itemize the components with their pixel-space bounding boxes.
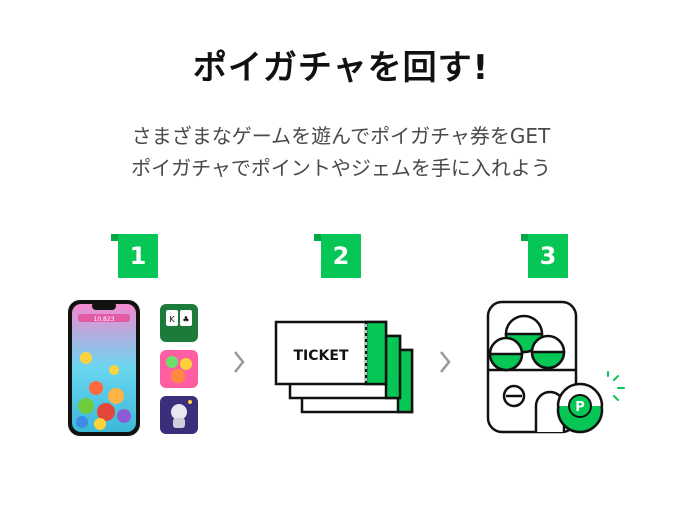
candy-app-icon — [160, 350, 198, 388]
svg-text:K: K — [169, 315, 175, 324]
ticket-label: TICKET — [294, 348, 349, 364]
step-2-badge: 2 — [314, 234, 361, 278]
page-title: ポイガチャを回す! — [192, 48, 490, 88]
ticket-icon: TICKET — [274, 320, 414, 414]
coin-letter: P — [575, 400, 585, 415]
chevron-right-icon — [234, 351, 245, 373]
phone-game-illustration: 10,823 K ♣ — [68, 300, 198, 436]
subtitle-line-2: ポイガチャでポイントやジェムを手に入れよう — [131, 156, 551, 180]
space-app-icon — [160, 396, 198, 434]
step-3-badge: 3 — [521, 234, 568, 278]
gacha-machine-icon: P — [486, 300, 625, 434]
chevron-right-icon — [440, 351, 451, 373]
subtitle-line-1: さまざまなゲームを遊んでポイガチャ券をGET — [131, 124, 551, 148]
solitaire-app-icon: K ♣ — [160, 304, 198, 342]
svg-text:♣: ♣ — [182, 315, 189, 324]
game-counter: 10,823 — [94, 316, 115, 323]
point-coin-icon: P — [556, 382, 604, 434]
step-1-badge: 1 — [111, 234, 158, 278]
